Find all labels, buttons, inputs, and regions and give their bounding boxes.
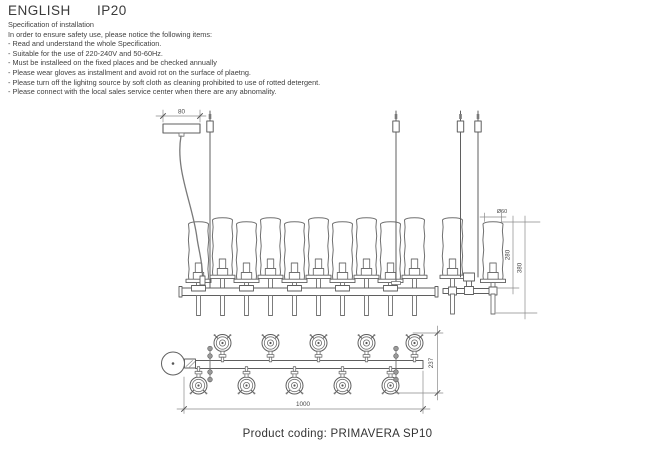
fixture-bar [180,287,438,296]
ceiling-canopy [162,123,201,134]
lamp-top-view [261,333,280,363]
glass-tube [233,221,260,295]
glass-tube [257,217,284,291]
coupler-hatch [185,360,193,367]
glass-tube [439,217,466,291]
lamp-top-view [237,366,256,395]
spec-item: - Read and understand the whole Specific… [8,39,162,49]
lamp-top-view [213,333,232,363]
spec-intro: In order to ensure safety use, please no… [8,29,213,39]
drop-finial [220,295,225,316]
drop-finial [292,295,297,316]
drop-finial [490,293,496,315]
mount-block [239,285,254,292]
dim-tube-height [496,215,541,295]
glass-tube [353,217,380,291]
power-cable [179,135,204,277]
drop-finial [412,295,417,316]
product-coding: Product coding: PRIMAVERA SP10 [242,428,433,440]
dim-canopy-width [155,109,207,123]
drop-finial [340,295,345,316]
suspension-rod-top [474,110,482,133]
drop-finial [450,293,455,315]
spec-title: Specification of installation [8,20,94,29]
canopy-center-dot [171,362,175,365]
lamp-top-view [333,366,352,395]
lamp-top-view [309,333,328,363]
drop-finial [316,295,321,316]
mount-block [287,285,302,292]
dim-canopy-width-label: 80 [178,109,186,116]
dim-overall-height [495,215,538,320]
lamp-top-view [405,333,424,363]
suspension-rod-top [456,110,465,133]
rod-clamp [391,281,401,285]
spec-item: - Must be installeed on the fixed places… [8,58,217,68]
dim-overall-depth [394,325,444,401]
dim-tube-height-label: 280 [505,249,512,260]
glass-tube [305,217,332,291]
glass-tube [281,221,308,295]
dim-overall-length-label: 1000 [296,401,311,408]
arm-center-coupler [464,286,474,295]
side-view: Ø60 280 380 [439,110,541,320]
bar-end-cap [434,286,439,298]
drop-finial [244,295,249,316]
mount-block [383,285,398,292]
language-label: ENGLISH [8,3,71,18]
fixture-bar-top-view [195,360,424,369]
dim-overall-height-label: 380 [517,262,524,273]
glass-tube [209,217,236,291]
lamp-top-view [285,366,304,395]
spec-item: - Please turn off the lighitng source by… [8,77,321,87]
lamp-top-view [189,366,208,395]
glass-tube [185,221,212,295]
spec-item: - Please wear gloves as installment and … [8,67,251,77]
drop-finial [268,295,273,316]
drop-finial [388,295,393,316]
suspension-rod-top [392,110,400,133]
dim-overall-length [176,370,431,414]
mount-block [191,285,206,292]
front-view: 80 [155,109,439,316]
spec-item: - Please connect with the local sales se… [8,87,277,97]
dim-overall-depth-label: 237 [428,357,435,368]
coupler-hatch [189,361,196,368]
spec-block: Specification of installation In order t… [8,20,320,97]
mount-block [335,285,350,292]
dim-tube-diameter-label: Ø60 [497,209,508,215]
cable-connector [199,275,206,286]
rod-tee-block [463,272,475,282]
plan-view: 1000 237 [161,325,444,414]
suspension-rod-top [206,110,214,133]
drop-finial [364,295,369,316]
ip-rating-label: IP20 [97,3,127,18]
page-header: ENGLISH IP20 [8,3,126,18]
glass-tube [329,221,356,295]
spec-item: - Suitable for the use of 220-240V and 5… [8,48,163,58]
glass-tube [401,217,428,291]
bar-end-cap [178,286,183,298]
lamp-top-view [357,333,376,363]
drop-finial [196,295,201,316]
glass-tube [480,221,506,295]
dim-tube-diameter [479,212,507,222]
